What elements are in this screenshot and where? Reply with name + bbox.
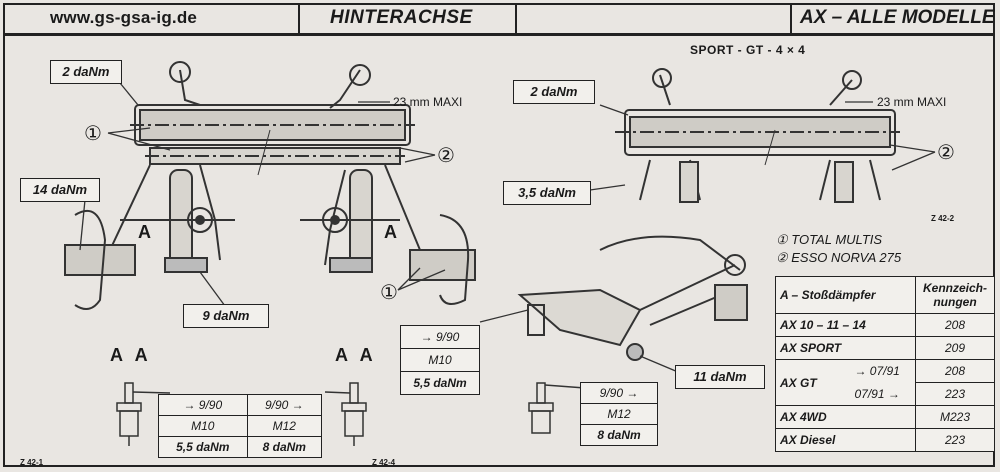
site-url[interactable]: www.gs-gsa-ig.de — [50, 8, 198, 27]
table-cell: 208 — [915, 359, 995, 383]
table-cell: AX 10 – 11 – 14 — [775, 313, 916, 337]
torque-label: 14 daNm — [20, 178, 100, 202]
maxi-note: 23 mm MAXI — [877, 95, 947, 109]
table-cell: M12 — [580, 403, 658, 425]
shock-absorber-table: A – Stoßdämpfer Kennzeich-nungen AX 10 –… — [775, 276, 995, 452]
table-row: 07/91 →223 — [776, 382, 995, 406]
torque-label: 11 daNm — [675, 365, 765, 389]
table-cell: → 9/90 — [158, 394, 248, 416]
table-cell: 8 daNm — [246, 436, 323, 458]
table-cell: → 9/90 — [400, 325, 480, 349]
table-cell: AX GT — [775, 359, 840, 406]
maxi-note: 23 mm MAXI — [393, 95, 463, 109]
table-cell: 9/90 → — [580, 382, 658, 404]
table-cell: M10 — [158, 415, 248, 437]
section-view-label: A A — [335, 345, 377, 365]
table-cell: M12 — [246, 415, 323, 437]
table-header: Kennzeich-nungen — [915, 276, 995, 314]
header-divider — [3, 33, 995, 36]
page-title: HINTERACHSE — [330, 7, 473, 28]
torque-label: 3,5 daNm — [503, 181, 591, 205]
callout-2: ② — [437, 145, 455, 167]
table-cell: 209 — [915, 336, 995, 360]
header-separator — [298, 3, 300, 35]
callout-1: ① — [380, 282, 398, 304]
table-cell: 8 daNm — [580, 424, 658, 446]
header-separator — [790, 3, 792, 35]
legend-item: ① TOTAL MULTIS — [776, 232, 883, 247]
table-cell: → 07/91 — [839, 359, 917, 383]
figure-ref: Z 42-2 — [931, 214, 955, 223]
section-a-marker: A — [384, 222, 397, 242]
table-cell: 07/91 → — [839, 382, 917, 406]
bolt-torque-table: → 9/90 M10 5,5 daNm — [400, 325, 480, 395]
section-view-label: A A — [110, 345, 152, 365]
table-cell: 9/90 → — [246, 394, 323, 416]
page-frame — [3, 3, 995, 467]
table-cell: M223 — [915, 405, 995, 429]
torque-label: 2 daNm — [50, 60, 122, 84]
table-header: A – Stoßdämpfer — [775, 276, 916, 314]
figure-ref: Z 42-4 — [372, 458, 396, 467]
torque-label: 9 daNm — [183, 304, 269, 328]
table-cell: 5,5 daNm — [158, 436, 248, 458]
table-cell: 223 — [915, 428, 995, 452]
figure-ref: Z 42-1 — [20, 458, 44, 467]
bolt-torque-table: 9/90 → M12 8 daNm — [580, 382, 658, 446]
callout-1: ① — [84, 123, 102, 145]
table-cell: M10 — [400, 348, 480, 372]
table-cell: 5,5 daNm — [400, 371, 480, 395]
callout-2: ② — [937, 142, 955, 164]
model-label: AX – ALLE MODELLE — [800, 7, 995, 28]
torque-label: 2 daNm — [513, 80, 595, 104]
table-cell: AX 4WD — [775, 405, 916, 429]
section-a-marker: A — [138, 222, 151, 242]
variant-subtitle: SPORT - GT - 4 × 4 — [690, 43, 806, 57]
legend-item: ② ESSO NORVA 275 — [776, 250, 902, 265]
table-cell: AX SPORT — [775, 336, 916, 360]
table-cell: AX Diesel — [775, 428, 916, 452]
header-separator — [515, 3, 517, 35]
table-cell: 208 — [915, 313, 995, 337]
table-cell: 223 — [915, 382, 995, 406]
